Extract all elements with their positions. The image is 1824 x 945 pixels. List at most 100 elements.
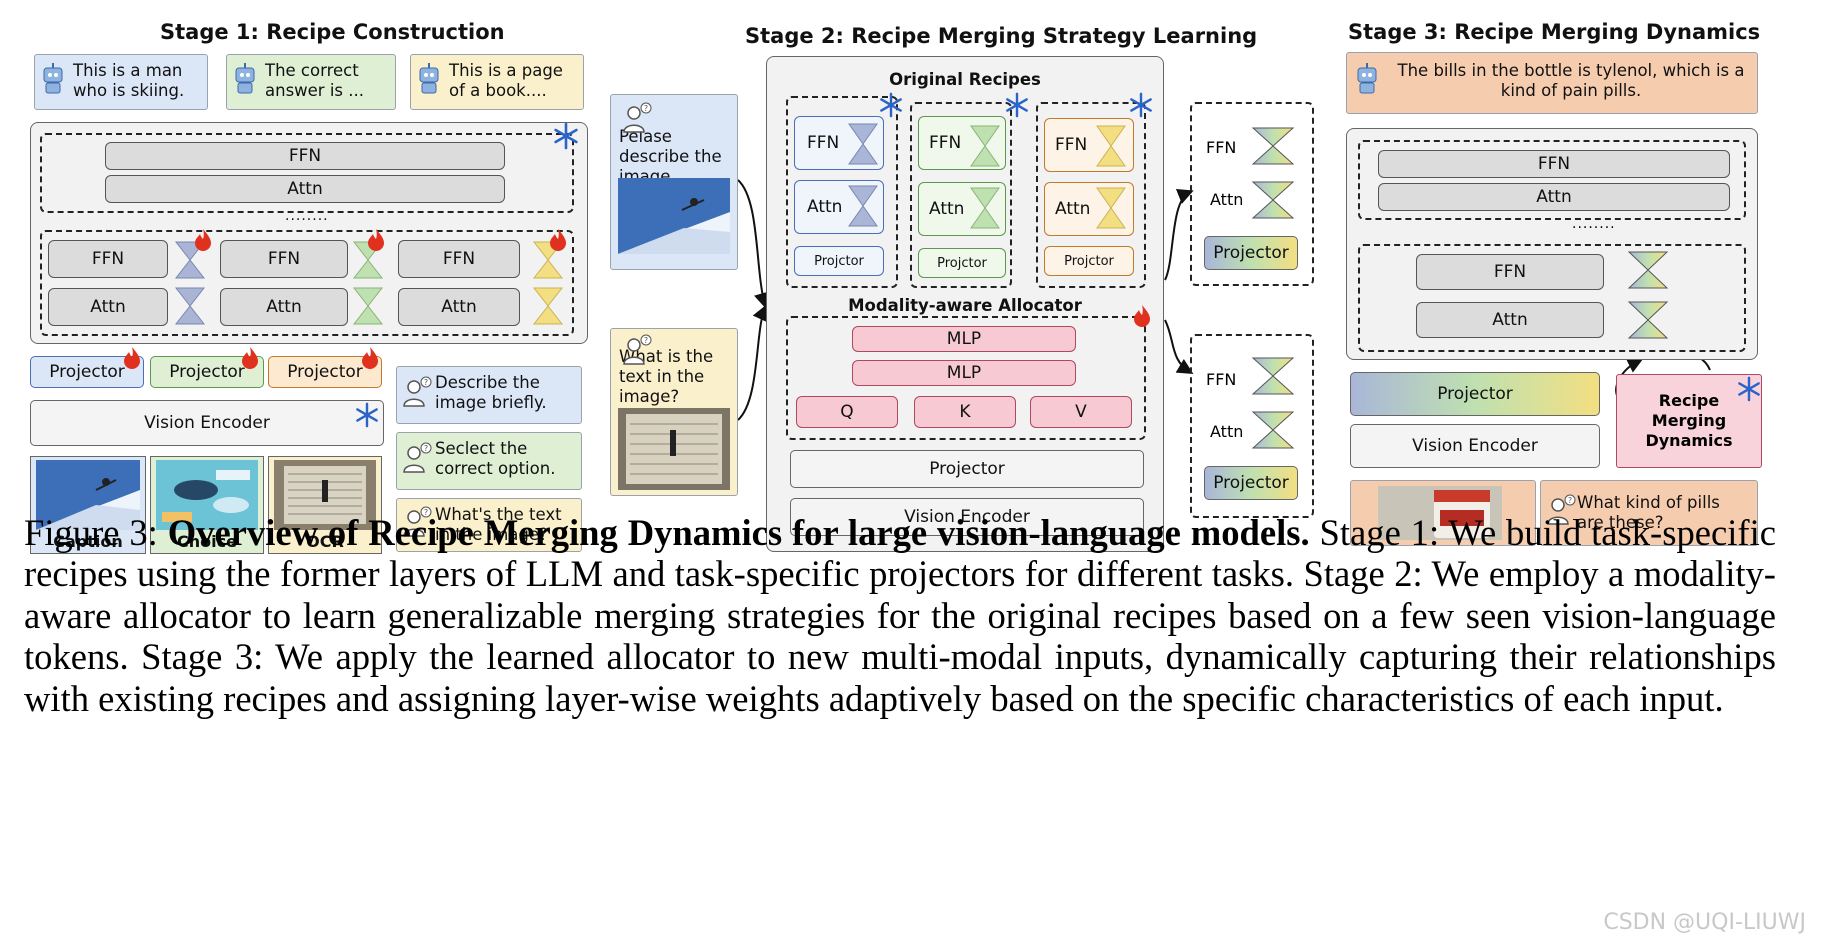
recipe2-ffn: FFN [918,116,1006,170]
stage2-vision-encoder: Vision Encoder [790,498,1144,536]
recipe-block-2 [910,102,1012,288]
stage3-projector: Projector [1350,372,1600,416]
allocator-mlp-2: MLP [852,360,1076,386]
hourglass-icon [1627,251,1669,339]
book-page-image [618,408,730,490]
book-page-image [274,460,376,530]
recipe-block-1 [786,96,898,288]
user-question-icon: ? [403,442,432,473]
fire-icon [550,229,566,251]
stage1-bubble-choice-text: The correct answer is ... [265,61,364,100]
diagram-image [156,460,258,530]
user-question-icon: ? [623,102,652,133]
recipe1-attn-label: Attn [807,197,843,217]
merged-top-ffn-label: FFN [1206,138,1237,157]
stage1-bubble-ocr: This is a page of a book.... [410,54,584,110]
robot-icon [235,63,255,94]
stage1-frozen-block [40,133,574,213]
merged-bottom-projector: Projector [1204,466,1298,500]
choice-label: Choice [177,532,237,551]
robot-icon [1357,63,1377,94]
stage3-dots: ........ [1572,216,1616,232]
stage1-attn-3: Attn [398,288,520,326]
fire-icon [368,229,384,251]
stage3-dynamic-block [1358,244,1746,352]
stage1-bubble-choice: The correct answer is ... [226,54,396,110]
stage3-ffn-top: FFN [1378,150,1730,178]
stage2-prompt-bottom-text: What is the text in the image? [619,347,714,406]
stage3-attn-top: Attn [1378,183,1730,211]
snowflake-icon [1006,92,1028,118]
stage3-question-bubble: What kind of pills are these? [1540,480,1758,546]
stage1-prompt-caption: Describe the image briefly. [396,366,582,424]
stage1-attn-frozen: Attn [105,175,505,203]
svg-text:?: ? [424,378,428,387]
hourglass-icon [1251,357,1295,449]
stage3-vision-encoder: Vision Encoder [1350,424,1600,468]
allocator-v: V [1030,396,1132,428]
recipe-merging-dynamics-box: Recipe Merging Dynamics [1616,374,1762,468]
merged-top-projector: Projector [1204,236,1298,270]
svg-text:?: ? [1568,496,1572,505]
fire-icon [362,347,378,369]
stage1-prompt-choice: Seclect the correct option. [396,432,582,490]
stage1-title: Stage 1: Recipe Construction [160,20,505,44]
user-question-icon: ? [623,334,652,365]
stage2-title: Stage 2: Recipe Merging Strategy Learnin… [745,24,1258,48]
stage1-bubble-caption-text: This is a man who is skiing. [73,61,185,100]
stage1-prompt-caption-text: Describe the image briefly. [435,373,547,412]
recipe3-ffn-label: FFN [1055,135,1088,155]
stage3-question-text: What kind of pills are these? [1577,493,1720,532]
original-recipes-title: Original Recipes [889,70,1041,89]
hourglass-icon [970,125,1000,229]
stage1-bubble-caption: This is a man who is skiing. [34,54,208,110]
stage3-title: Stage 3: Recipe Merging Dynamics [1348,20,1761,44]
merged-recipe-bottom [1190,334,1314,518]
snowflake-icon [1130,92,1152,118]
hourglass-icon [352,241,384,325]
user-question-icon: ? [403,506,432,537]
stage1-ffn-frozen: FFN [105,142,505,170]
caption-bold-title: Overview of Recipe Merging Dynamics for … [167,512,1310,553]
fire-icon [242,347,258,369]
watermark: CSDN @UQI-LIUWJ [1603,910,1806,935]
stage3-answer-bubble: The bills in the bottle is tylenol, whic… [1346,52,1758,114]
snowflake-icon [554,122,578,150]
hourglass-icon [532,241,564,325]
hourglass-icon [848,123,878,227]
caption-body: Stage 1: We build task-specific recipes … [24,512,1776,719]
recipe1-ffn-label: FFN [807,133,840,153]
recipe-merging-dynamics-label: Recipe Merging Dynamics [1645,391,1733,450]
stage1-trainable-block [40,230,574,336]
merged-bottom-attn-label: Attn [1210,422,1244,441]
recipe1-projector: Projctor [794,246,884,276]
skier-image [618,178,730,254]
allocator-mlp-1: MLP [852,326,1076,352]
allocator-block [786,316,1146,440]
snowflake-icon [1738,376,1760,402]
stage1-attn-2: Attn [220,288,348,326]
stage1-vision-encoder: Vision Encoder [30,400,384,446]
fire-icon [124,347,140,369]
recipe3-attn-label: Attn [1055,199,1091,219]
allocator-q: Q [796,396,898,428]
stage3-attn-dynamic: Attn [1416,302,1604,338]
stage1-ffn-2: FFN [220,240,348,278]
caption-label: Figure 3: [24,512,158,553]
recipe2-ffn-label: FFN [929,133,962,153]
recipe2-projector: Projctor [918,248,1006,278]
stage1-prompt-choice-text: Seclect the correct option. [435,439,556,478]
stage1-prompt-ocr-text: What's the text in the image? [435,505,562,544]
svg-text:?: ? [644,104,648,113]
robot-icon [419,63,439,94]
caption-label: Caption [53,532,123,551]
stage1-attn-1: Attn [48,288,168,326]
recipe2-attn-label: Attn [929,199,965,219]
merged-top-attn-label: Attn [1210,190,1244,209]
svg-text:?: ? [424,444,428,453]
svg-text:?: ? [424,508,428,517]
stage1-bubble-ocr-text: This is a page of a book.... [449,61,563,100]
hourglass-icon [1096,125,1126,229]
merged-bottom-ffn-label: FFN [1206,370,1237,389]
merged-recipe-top [1190,102,1314,286]
